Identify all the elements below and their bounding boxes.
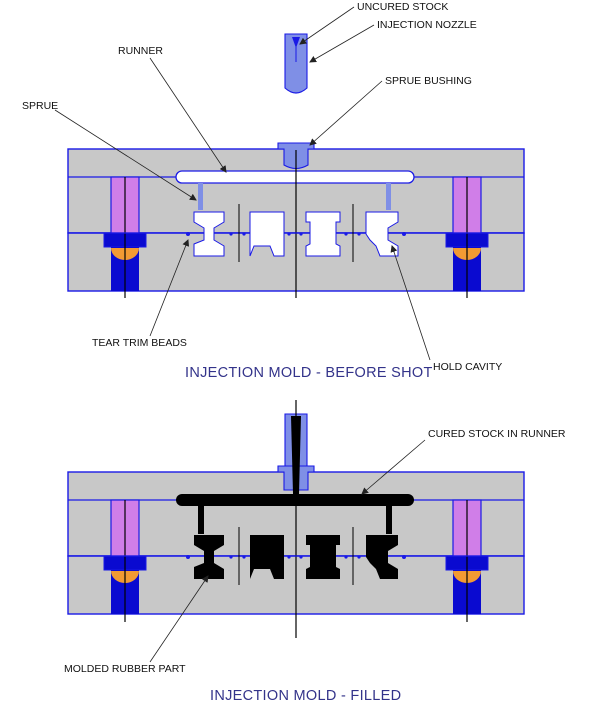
- left-guide-pin-filled: [103, 499, 147, 622]
- cavity-3: [305, 211, 341, 257]
- right-sprue: [386, 183, 391, 210]
- molded-part-3: [306, 535, 340, 579]
- label-sprue-bushing: SPRUE BUSHING: [385, 75, 472, 87]
- before-shot-panel: UNCURED STOCK INJECTION NOZZLE RUNNER SP…: [22, 1, 525, 381]
- label-tear-trim-beads: TEAR TRIM BEADS: [92, 337, 187, 349]
- tear-trim-beads: [186, 232, 406, 236]
- left-sprue: [198, 183, 203, 210]
- molded-part-1: [194, 535, 224, 579]
- molded-part-2: [250, 535, 284, 579]
- label-uncured-stock: UNCURED STOCK: [357, 1, 448, 13]
- title-filled: INJECTION MOLD - FILLED: [210, 688, 401, 704]
- title-before-shot: INJECTION MOLD - BEFORE SHOT: [185, 365, 433, 381]
- label-hold-cavity: HOLD CAVITY: [433, 361, 502, 373]
- label-injection-nozzle: INJECTION NOZZLE: [377, 19, 477, 31]
- right-guide-pin: [445, 176, 489, 298]
- runner-channel: [175, 170, 415, 184]
- molded-part-4: [366, 535, 398, 579]
- cavity-4: [365, 211, 399, 257]
- cured-runner: [176, 494, 414, 506]
- label-cured-stock-in-runner: CURED STOCK IN RUNNER: [428, 428, 566, 440]
- filled-panel: CURED STOCK IN RUNNER MOLDED RUBBER PART…: [64, 400, 566, 704]
- label-sprue: SPRUE: [22, 100, 58, 112]
- cured-right-sprue: [386, 506, 392, 534]
- cured-left-sprue: [198, 506, 204, 534]
- injection-nozzle: [284, 33, 308, 94]
- cavity-1: [193, 211, 225, 257]
- cavity-2: [249, 211, 285, 257]
- label-molded-rubber-part: MOLDED RUBBER PART: [64, 663, 186, 675]
- label-runner: RUNNER: [118, 45, 163, 57]
